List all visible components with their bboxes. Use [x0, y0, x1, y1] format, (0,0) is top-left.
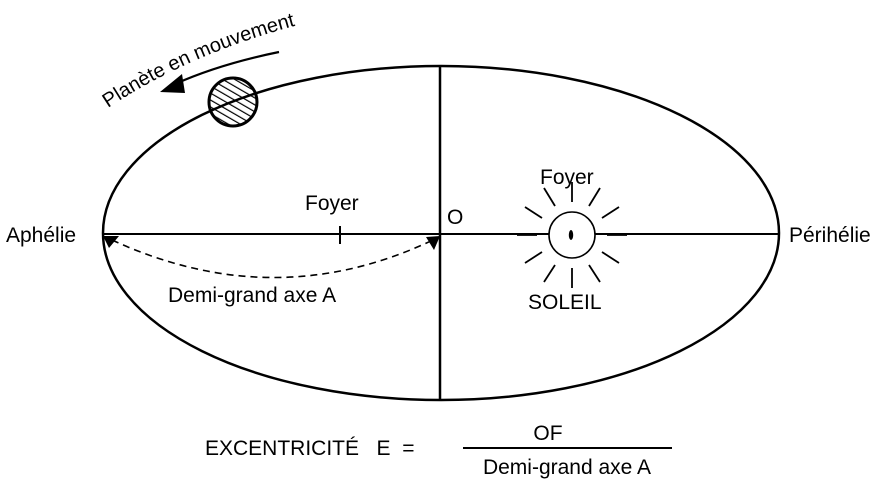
planet-circle — [207, 76, 259, 128]
focus-left-label: Foyer — [305, 192, 359, 215]
moving-planet-label: Planète en mouvement — [99, 9, 298, 112]
sun-label: SOLEIL — [528, 291, 602, 314]
motion-arrowhead — [160, 74, 185, 93]
focus-right-label: Foyer — [540, 166, 594, 189]
eccentricity-formula-lhs: EXCENTRICITÉ E = — [205, 437, 414, 460]
center-o-label: O — [447, 206, 463, 229]
sun-icon — [517, 182, 627, 288]
semi-major-axis-label: Demi-grand axe A — [168, 284, 336, 307]
aphelion-label: Aphélie — [6, 224, 76, 247]
perihelion-label: Périhélie — [789, 224, 871, 247]
motion-arrow-shaft — [174, 50, 280, 86]
arrowhead-left — [103, 236, 119, 248]
formula-numerator: OF — [533, 422, 562, 445]
arrowhead-right — [426, 236, 440, 250]
formula-denominator: Demi-grand axe A — [483, 456, 651, 479]
semi-major-axis-arc — [111, 239, 434, 279]
moving-planet-label-path: Planète en mouvement — [99, 9, 298, 112]
